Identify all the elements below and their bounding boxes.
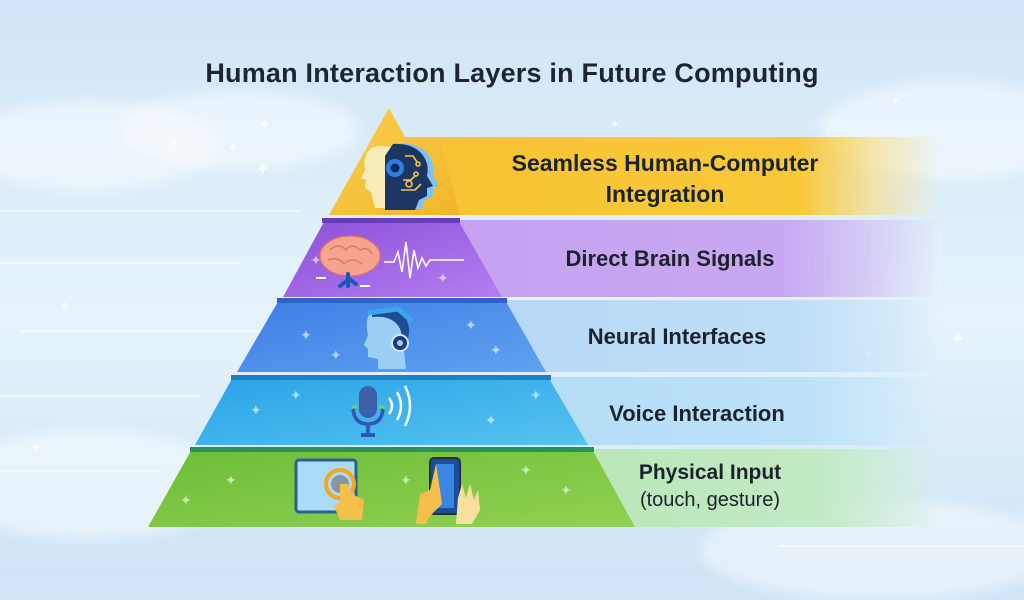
svg-text:✦: ✦ [520,463,532,479]
layer-1-label-line2: (touch, gesture) [639,489,781,512]
svg-text:✦: ✦ [485,413,497,429]
layer-4-label: Direct Brain Signals [520,244,820,274]
svg-text:✦: ✦ [300,328,312,344]
label-band-layer-3 [460,300,940,372]
pyramid: ✦ ✦ ✦ ✦ ✦ ✦ ✦ ✦ ✦ ✦ ✦ ✦ ✦ ✦ ✦ [148,108,635,527]
svg-text:✦: ✦ [290,388,302,404]
neural-headset-icon [364,306,414,369]
layer-3-label-line1: Neural Interfaces [587,324,767,349]
layer-4-label-line1: Direct Brain Signals [565,246,775,271]
label-band-layer-4 [420,220,940,297]
layer-3-label: Neural Interfaces [527,322,827,352]
diagram-title: Human Interaction Layers in Future Compu… [205,58,819,88]
svg-text:✦: ✦ [437,271,449,287]
touch-gesture-icon [294,457,480,524]
svg-text:✦: ✦ [225,473,237,489]
human-ai-head-icon [361,143,439,210]
svg-text:✦: ✦ [310,253,322,269]
layer-5-label-line1: Seamless Human-Computer [511,150,819,176]
label-band-layer-5 [380,137,940,215]
layer-2-label: Voice Interaction [547,399,847,429]
svg-text:✦: ✦ [465,318,477,334]
svg-text:✦: ✦ [560,483,572,499]
layer-1-label-line1: Physical Input [638,461,782,484]
microphone-icon [350,385,412,437]
svg-text:✦: ✦ [180,493,192,509]
layer-2-label-line1: Voice Interaction [609,401,785,426]
svg-text:✦: ✦ [530,388,542,404]
layer-5-label: Seamless Human-Computer Integration [475,148,855,210]
svg-text:✦: ✦ [330,348,342,364]
brain-wave-icon [316,235,464,288]
svg-text:✦: ✦ [490,343,502,359]
svg-text:✦: ✦ [250,403,262,419]
layer-5-label-line2: Integration [605,181,725,208]
layer-1-label: Physical Input (touch, gesture) [575,459,845,514]
pyramid-layer-1 [148,449,635,527]
svg-text:✦: ✦ [400,473,412,489]
